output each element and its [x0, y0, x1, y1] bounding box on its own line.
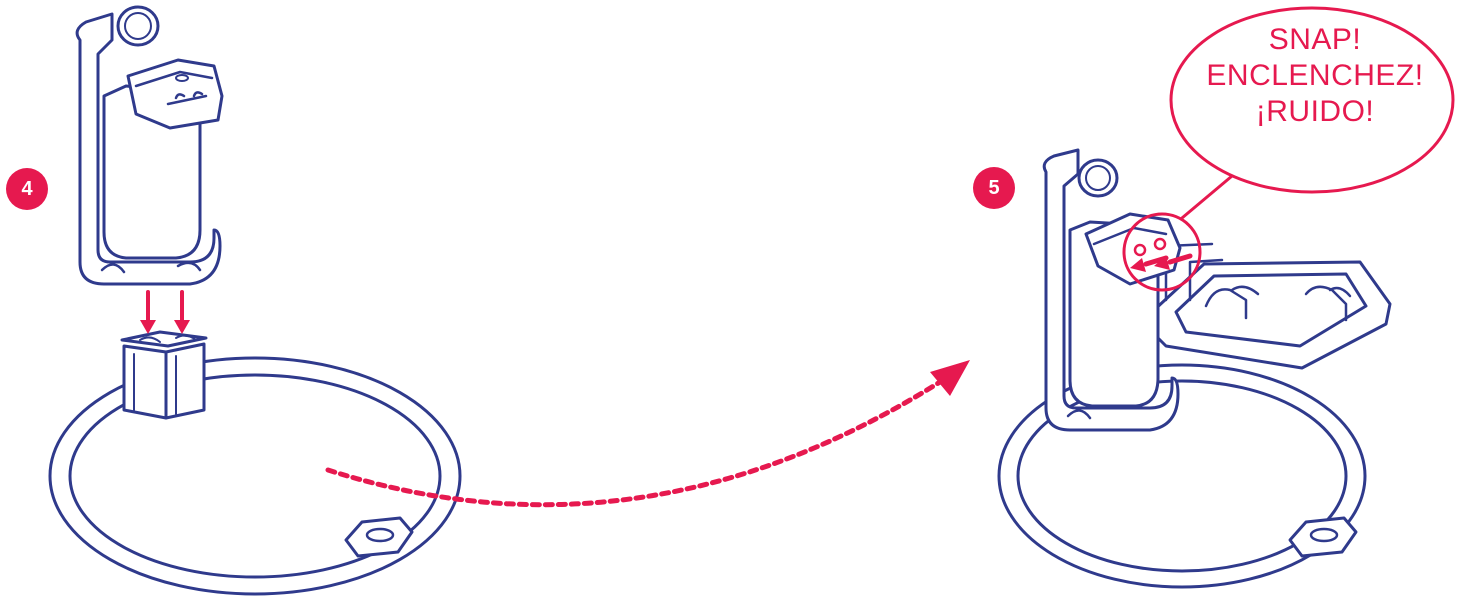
- socket-posts: [122, 332, 206, 418]
- step4-illustration: [50, 7, 460, 594]
- transition-arrow: [328, 360, 970, 505]
- step-4-badge: 4: [6, 168, 48, 210]
- callout-line-2: ENCLENCHEZ!: [1170, 58, 1460, 94]
- callout-line-3: ¡RUIDO!: [1170, 94, 1460, 130]
- ring-connector-right: [1290, 518, 1356, 556]
- step-5-badge: 5: [973, 167, 1015, 209]
- callout-line-1: SNAP!: [1170, 22, 1460, 58]
- upright-unit-left: [77, 7, 222, 284]
- insert-arrows: [140, 292, 190, 334]
- seat-tray: [1148, 244, 1390, 368]
- snap-callout-text: SNAP! ENCLENCHEZ! ¡RUIDO!: [1170, 22, 1460, 130]
- base-ring-left: [50, 358, 460, 594]
- ring-connector-left: [346, 518, 412, 556]
